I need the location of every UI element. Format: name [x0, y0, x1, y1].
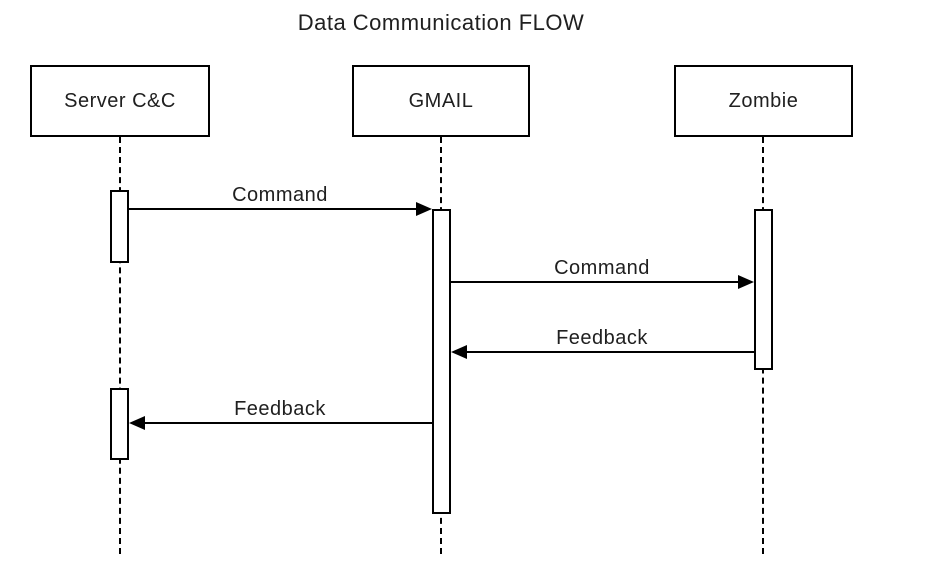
message-label-feedback-1: Feedback [556, 327, 648, 349]
message-line-feedback-1 [465, 351, 754, 353]
message-line-feedback-2 [143, 422, 432, 424]
arrowhead-left-icon [451, 345, 467, 359]
message-label-command-2: Command [554, 257, 650, 279]
diagram-title: Data Communication FLOW [297, 10, 585, 35]
message-line-command-1 [129, 208, 418, 210]
arrowhead-left-icon [129, 416, 145, 430]
message-label-command-1: Command [232, 184, 328, 206]
message-line-command-2 [451, 281, 740, 283]
actor-label-server-cc: Server C&C [64, 89, 176, 112]
arrowhead-right-icon [416, 202, 432, 216]
actor-box-server-cc: Server C&C [30, 65, 210, 137]
actor-box-zombie: Zombie [674, 65, 853, 137]
actor-label-zombie: Zombie [728, 89, 799, 112]
arrowhead-right-icon [738, 275, 754, 289]
lifeline-server-cc [119, 137, 121, 554]
actor-box-gmail: GMAIL [352, 65, 530, 137]
activation-bar-zombie [754, 209, 773, 370]
activation-bar-server-cc-2 [110, 388, 129, 460]
activation-bar-gmail [432, 209, 451, 514]
actor-label-gmail: GMAIL [408, 89, 474, 112]
activation-bar-server-cc-1 [110, 190, 129, 263]
message-label-feedback-2: Feedback [234, 398, 326, 420]
